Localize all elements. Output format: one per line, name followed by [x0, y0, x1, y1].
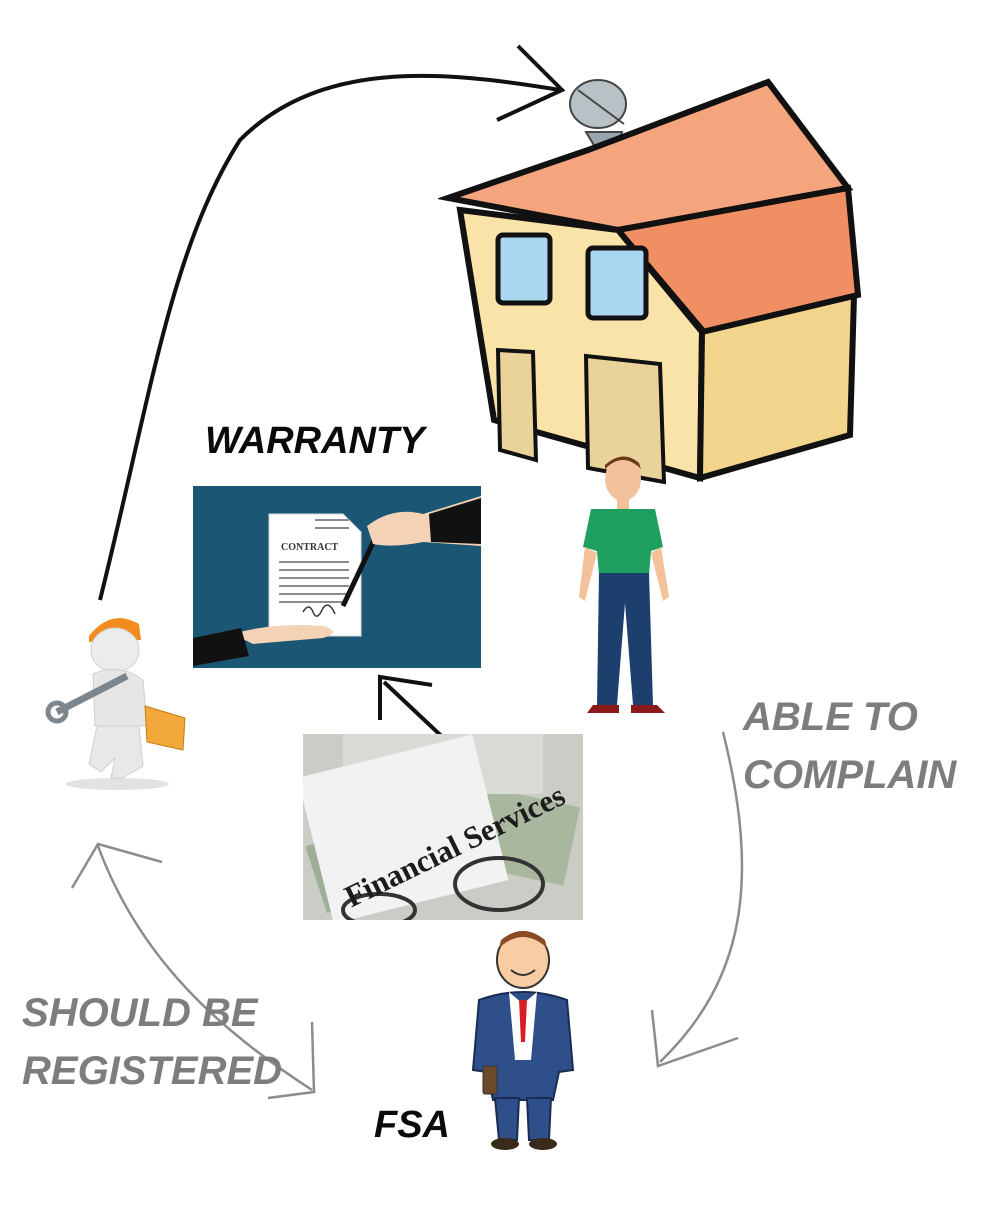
warranty-label: WARRANTY	[205, 420, 425, 462]
arrow-homeowner-to-fsa	[659, 731, 744, 1063]
arrow-contractor-to-house	[98, 73, 561, 601]
fsa-official-icon	[471, 931, 575, 1150]
homeowner-icon	[579, 456, 669, 713]
able-to-complain-line-2: COMPLAIN	[743, 753, 957, 797]
contractor-icon	[45, 618, 186, 790]
able-to-complain-label: ABLE TO COMPLAIN	[743, 688, 956, 804]
arrow-fsa-to-contractor	[96, 845, 313, 1092]
should-be-registered-line-1: SHOULD BE	[22, 991, 258, 1035]
contract-signing-icon: CONTRACT	[193, 486, 481, 668]
fsa-label: FSA	[374, 1104, 450, 1146]
should-be-registered-label: SHOULD BE REGISTERED	[22, 984, 282, 1100]
house-icon	[438, 78, 862, 485]
arrow-tail-fsa	[267, 1021, 316, 1100]
arrowhead-warranty	[378, 674, 433, 720]
arrowhead-fsa	[650, 1009, 739, 1068]
contract-title: CONTRACT	[281, 542, 339, 553]
financial-services-icon: Financial Services	[303, 734, 583, 920]
should-be-registered-line-2: REGISTERED	[22, 1049, 283, 1093]
arrowhead-house	[496, 44, 566, 122]
arrowhead-contractor	[70, 842, 163, 889]
able-to-complain-line-1: ABLE TO	[743, 695, 918, 739]
